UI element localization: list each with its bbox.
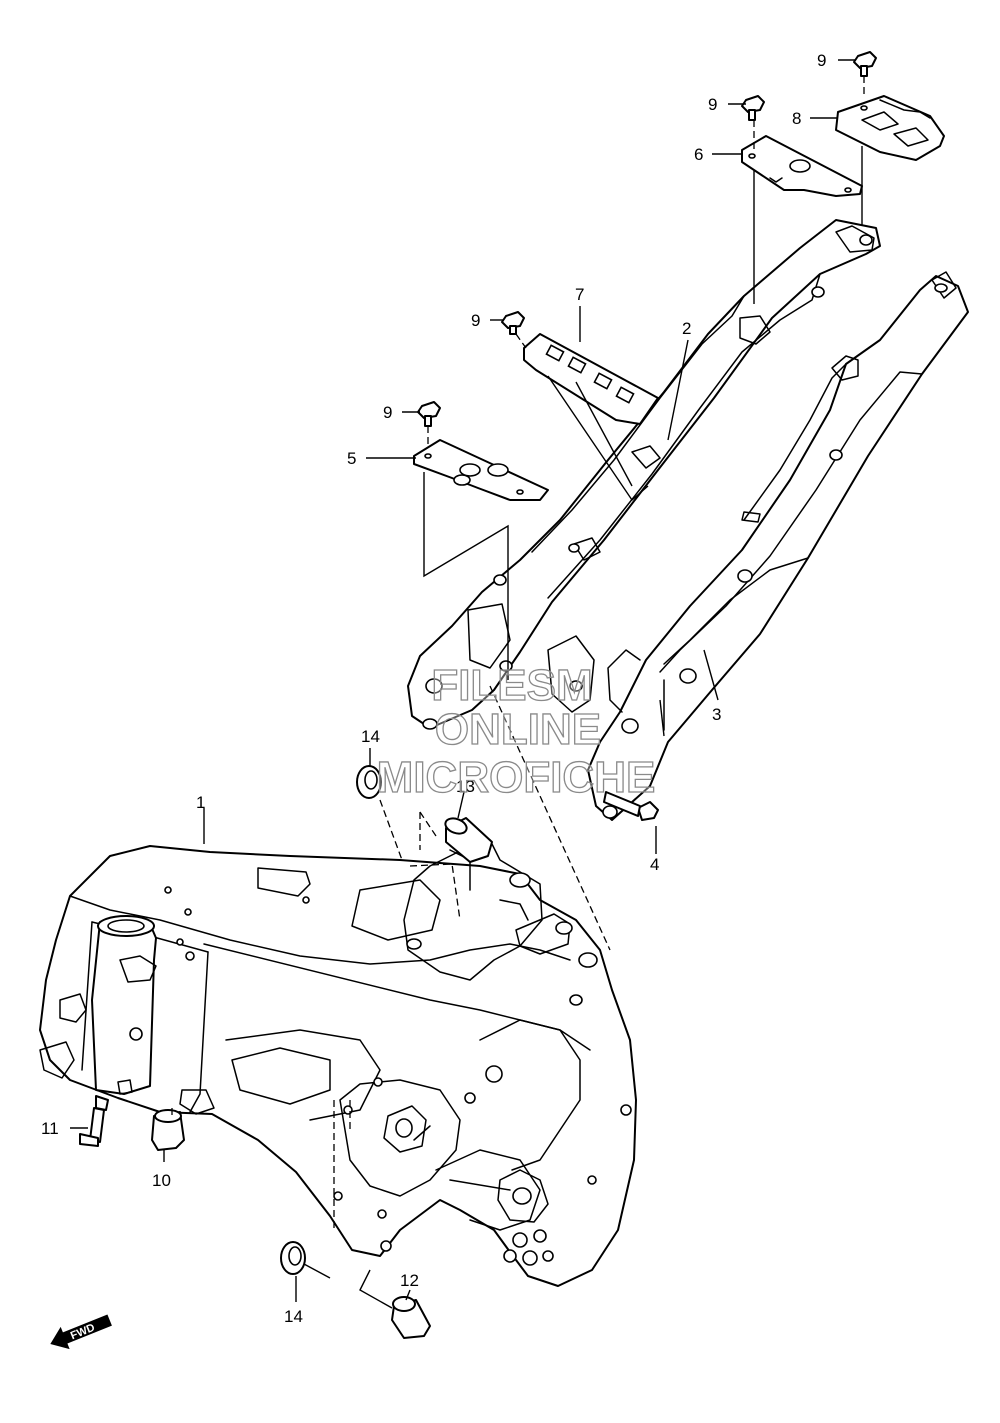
bolt-9-top	[853, 51, 877, 77]
callout-numbers: 9 9 8 6 7 2 9 9 5 3 4 14 13 1 11 10 12 1…	[41, 51, 826, 1326]
watermark-line-1: FILESM	[431, 661, 592, 710]
callout-2: 2	[682, 319, 691, 338]
callout-10: 10	[152, 1171, 171, 1190]
callout-11: 11	[41, 1119, 59, 1138]
fwd-label: FWD	[69, 1322, 97, 1343]
bolt-11	[79, 1095, 109, 1147]
callout-14-upper: 14	[361, 727, 380, 746]
callout-9-lower: 9	[383, 403, 392, 422]
callout-5: 5	[347, 449, 356, 468]
callout-4: 4	[650, 855, 659, 874]
callout-3: 3	[712, 705, 721, 724]
callout-14-lower: 14	[284, 1307, 303, 1326]
part-14-bushing-upper	[356, 765, 382, 799]
callout-leaders	[70, 59, 856, 1302]
callout-9-middle: 9	[471, 311, 480, 330]
part-12-spacer	[391, 1296, 431, 1339]
part-8-bracket-plate	[835, 95, 945, 161]
callout-9-upper: 9	[708, 95, 717, 114]
callout-6: 6	[694, 145, 703, 164]
part-7-bracket-plate	[523, 333, 659, 425]
bolt-9-middle	[501, 311, 525, 335]
part-3-right-seat-rail	[587, 271, 969, 821]
callout-13: 13	[456, 777, 475, 796]
bolt-9-lower	[417, 401, 441, 427]
part-2-left-seat-rail	[407, 219, 881, 730]
watermark-line-2: ONLINE	[435, 705, 601, 754]
callout-12: 12	[400, 1271, 419, 1290]
part-5-bracket-plate	[413, 439, 549, 501]
watermark-line-3: MICROFICHE	[377, 753, 656, 802]
part-13-spacer	[444, 817, 493, 863]
part-10-spacer	[151, 1109, 185, 1151]
fwd-arrow-icon: FWD	[50, 1314, 112, 1350]
callout-9-top: 9	[817, 51, 826, 70]
callout-7: 7	[575, 285, 584, 304]
assembly-guide-lines	[171, 76, 865, 1309]
callout-1: 1	[196, 793, 205, 812]
bolt-4	[603, 791, 659, 821]
bolt-9-upper	[741, 95, 765, 121]
part-6-bracket-plate	[741, 135, 863, 197]
watermark: FILESM ONLINE MICROFICHE	[376, 660, 656, 802]
part-1-main-frame	[39, 839, 637, 1287]
part-14-bushing-lower	[280, 1241, 306, 1275]
callout-8: 8	[792, 109, 801, 128]
